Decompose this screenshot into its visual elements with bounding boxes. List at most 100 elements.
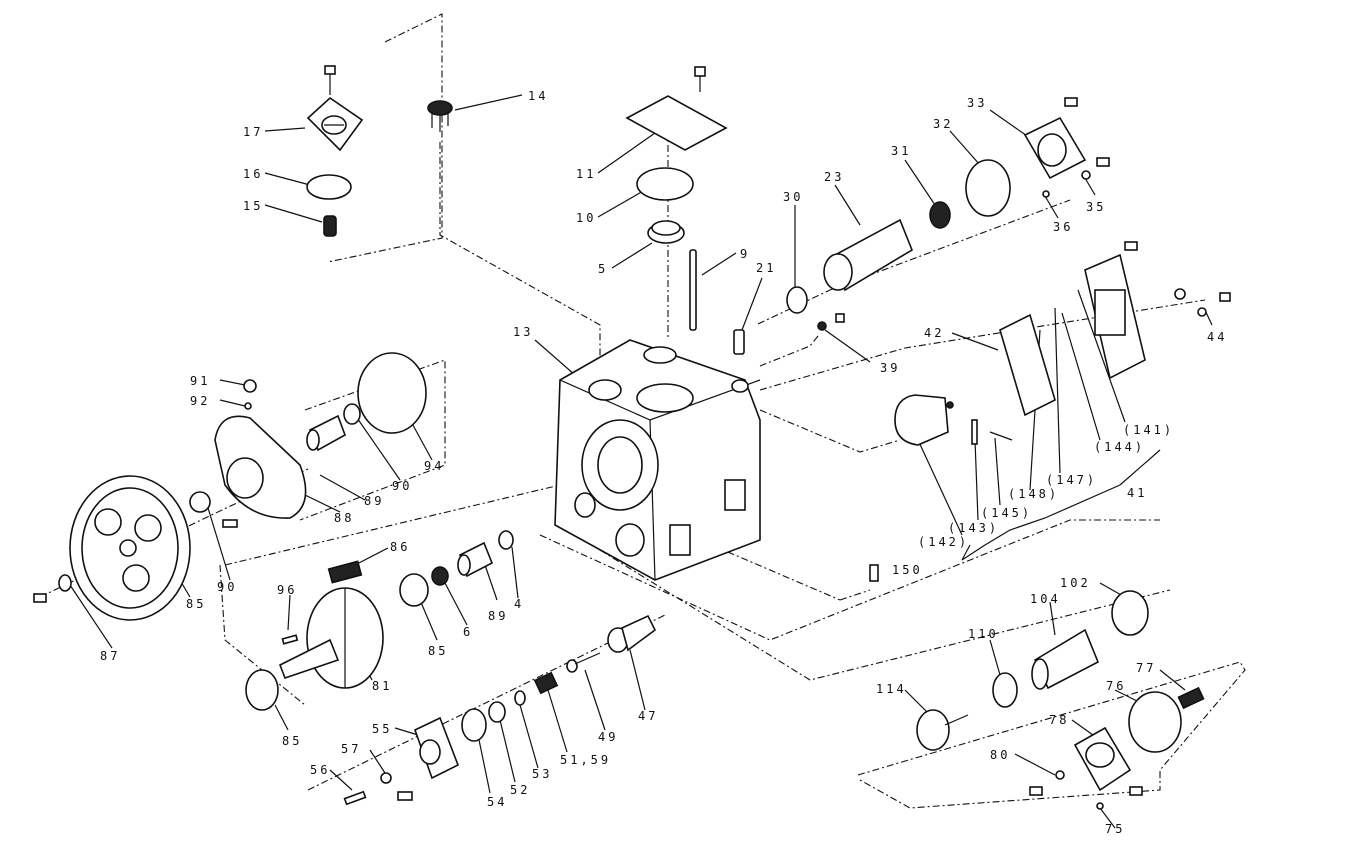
callout-15: 15 [243, 199, 263, 213]
callout-85a: 85 [186, 597, 206, 611]
o-ring-10 [636, 167, 694, 201]
bolt-55 [397, 791, 413, 801]
washer-92 [244, 402, 252, 410]
callout-80: 80 [990, 748, 1010, 762]
bolt-87 [33, 593, 47, 603]
callout-41: 41 [1127, 486, 1147, 500]
callout-4: 4 [514, 597, 524, 611]
bolt-35 [1096, 157, 1110, 167]
washer-80 [1055, 770, 1065, 780]
sleeve-23 [823, 218, 913, 292]
sleeve-52 [488, 701, 506, 723]
callout-142: (142) [918, 535, 969, 549]
callout-91: 91 [190, 374, 210, 388]
bolt-78 [1129, 786, 1143, 796]
callout-114: 114 [876, 682, 907, 696]
callout-94: 94 [424, 459, 444, 473]
spring-15 [323, 215, 337, 237]
bolt-56 [343, 790, 367, 806]
cover-78 [1073, 726, 1132, 792]
washer-35 [1081, 170, 1091, 180]
screw-150 [869, 564, 879, 582]
piston-110 [992, 672, 1018, 708]
o-ring-4 [498, 530, 514, 550]
callout-53: 53 [532, 767, 552, 781]
pin-96 [281, 634, 299, 645]
seal-85c [245, 669, 279, 711]
bolt-17 [324, 65, 336, 95]
callout-143: (143) [948, 521, 999, 535]
o-ring-16 [306, 174, 352, 200]
leader-lines [69, 94, 1213, 829]
top-plate-11 [625, 95, 728, 151]
callout-36: 36 [1053, 220, 1073, 234]
bushing-89a [306, 414, 346, 452]
callout-47: 47 [638, 709, 658, 723]
pin-49 [566, 652, 601, 673]
flange-33 [1023, 116, 1087, 180]
callout-88: 88 [334, 511, 354, 525]
callout-11: 11 [576, 167, 596, 181]
o-ring-54 [461, 708, 487, 742]
cylinder-104 [1031, 628, 1100, 690]
cap-55 [414, 716, 460, 780]
callout-141: (141) [1123, 423, 1174, 437]
nut-91 [243, 379, 257, 393]
o-ring-76 [1128, 691, 1182, 753]
washer-36 [1042, 190, 1050, 198]
spring-31 [929, 201, 951, 229]
sensor-14 [427, 100, 453, 132]
callout-33: 33 [967, 96, 987, 110]
rotor-shaft-81 [278, 587, 384, 689]
plug-39 [817, 321, 827, 331]
callout-90a: 90 [392, 479, 412, 493]
nut-57 [380, 772, 392, 784]
callout-85c: 85 [282, 734, 302, 748]
seal-85b [399, 573, 429, 607]
solenoid-142 [894, 394, 954, 446]
pump-housing-13 [554, 339, 761, 581]
callout-150: 150 [892, 563, 923, 577]
bolt-80 [1029, 786, 1043, 796]
bolt-44b [1219, 292, 1231, 302]
bolt-33 [1064, 97, 1078, 107]
callout-102: 102 [1060, 576, 1091, 590]
callout-89a: 89 [364, 494, 384, 508]
callout-17: 17 [243, 125, 263, 139]
callout-21: 21 [756, 261, 776, 275]
callout-110: 110 [968, 627, 999, 641]
callout-49: 49 [598, 730, 618, 744]
plug-47 [607, 614, 657, 653]
callout-145: (145) [981, 506, 1032, 520]
bolt-11 [694, 66, 706, 77]
pulley-85 [69, 475, 191, 621]
callout-75: 75 [1105, 822, 1125, 836]
fitting-21 [733, 329, 745, 355]
seal-90a [343, 403, 361, 425]
pin-143 [971, 419, 978, 445]
callout-54: 54 [487, 795, 507, 809]
callout-44: 44 [1207, 330, 1227, 344]
callout-86: 86 [390, 540, 410, 554]
bolt-44a [1124, 241, 1138, 251]
callout-13: 13 [513, 325, 533, 339]
pin-9 [689, 249, 697, 331]
callout-30: 30 [783, 190, 803, 204]
callout-90b: 90 [217, 580, 237, 594]
gasket-42 [999, 313, 1056, 417]
callout-81: 81 [372, 679, 392, 693]
callout-55: 55 [372, 722, 392, 736]
bearing-6 [431, 566, 449, 586]
callout-77: 77 [1136, 661, 1156, 675]
callout-9: 9 [740, 247, 750, 261]
callout-87: 87 [100, 649, 120, 663]
callout-16: 16 [243, 167, 263, 181]
key-86 [327, 560, 363, 584]
callout-92: 92 [190, 394, 210, 408]
bolt-88 [222, 519, 238, 528]
bushing-89b [457, 541, 494, 578]
disc-114 [916, 709, 969, 751]
callout-5: 5 [598, 262, 608, 276]
end-cover-88 [214, 415, 307, 519]
